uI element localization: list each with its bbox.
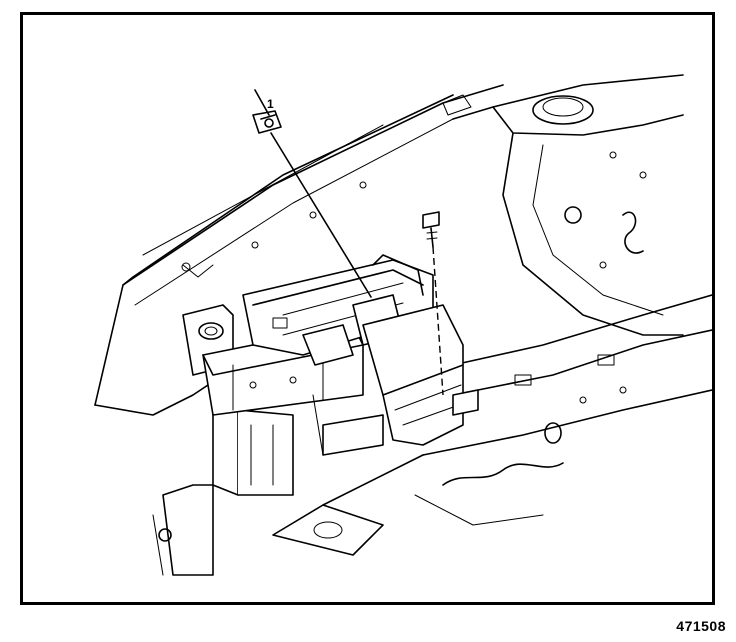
lower-frame-rail: [272, 294, 712, 556]
strut-tower: [452, 74, 684, 336]
engine-compartment-drawing: [94, 74, 712, 576]
push-pin-fastener: [252, 110, 282, 134]
figure-number: 471508: [676, 618, 726, 634]
illustration-frame: 1: [20, 12, 715, 605]
relay-center-housing: [242, 254, 479, 456]
bolt-fastener: [422, 211, 440, 248]
leader-lines: [254, 89, 444, 396]
fender-rail: [94, 84, 504, 416]
callout-number: 1: [267, 97, 274, 111]
support-post: [152, 404, 294, 576]
